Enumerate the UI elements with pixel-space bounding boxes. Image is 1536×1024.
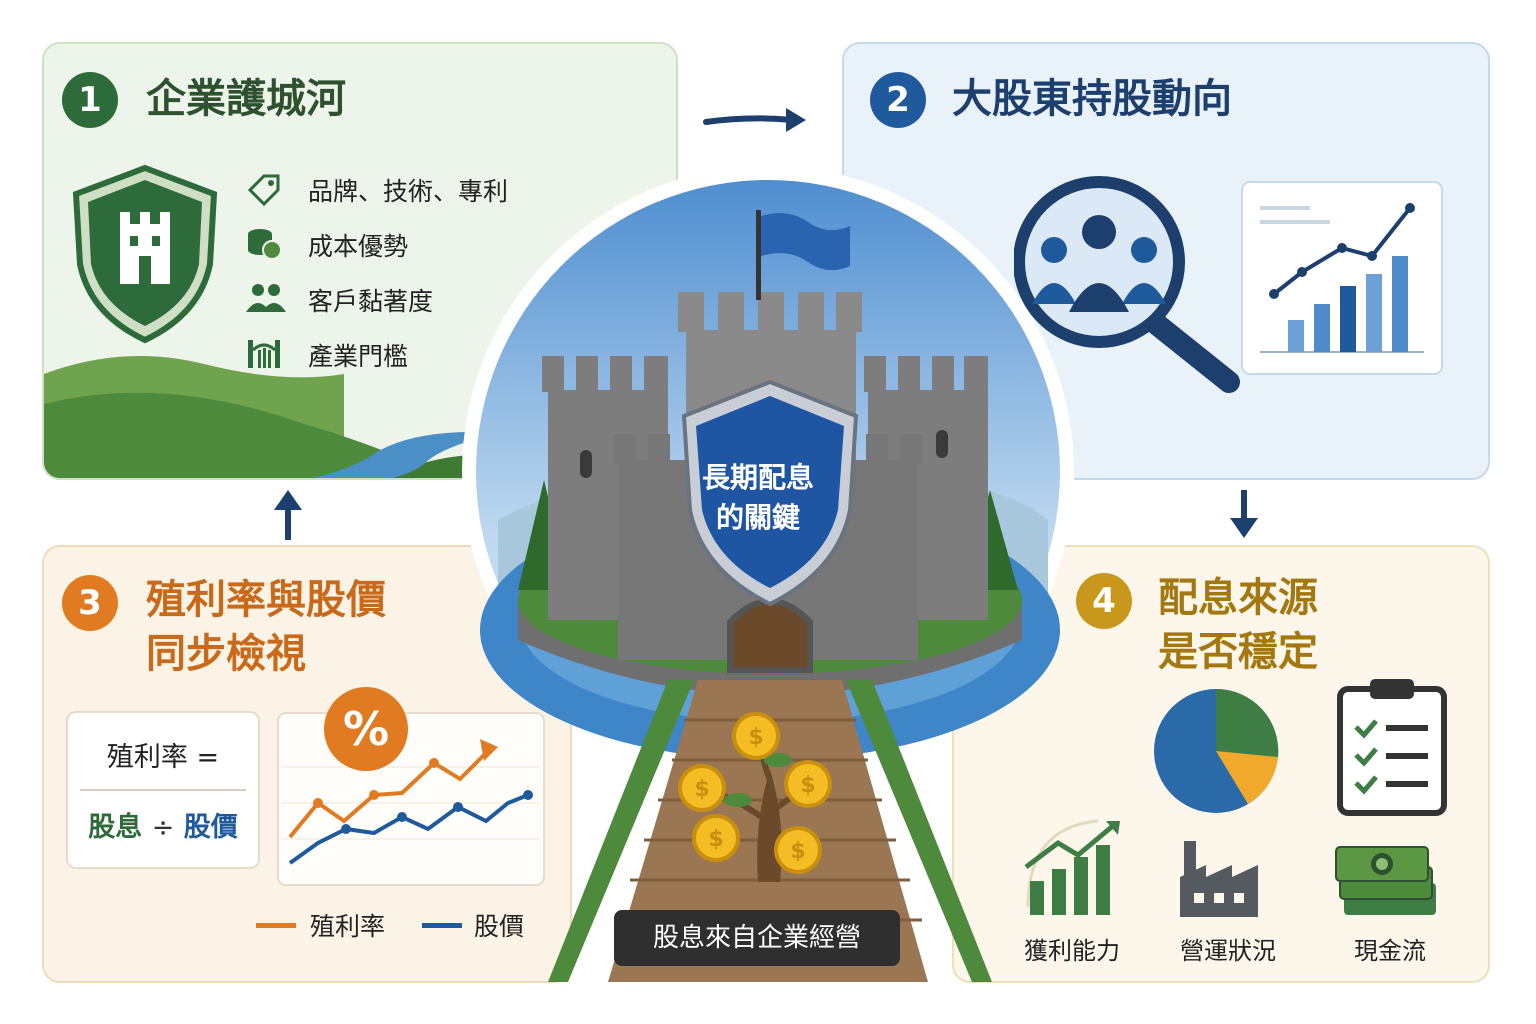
svg-text:$: $ bbox=[708, 827, 723, 852]
panel-title-yield-line2: 同步檢視 bbox=[146, 631, 306, 677]
arrow-up-icon bbox=[274, 490, 302, 540]
svg-text:$: $ bbox=[800, 773, 815, 798]
panel-title-source-line1: 配息來源 bbox=[1158, 575, 1318, 621]
legend-swatch-price bbox=[422, 923, 462, 928]
shareholding-trend-chart bbox=[1241, 181, 1443, 375]
label-profitability: 獲利能力 bbox=[1024, 937, 1120, 965]
panel-yield-price: 3 殖利率與股價 同步檢視 殖利率 = 股息 ÷ 股價 % 殖利率 股價 bbox=[42, 545, 572, 983]
factory-icon bbox=[1180, 841, 1258, 917]
formula-divide-sign: ÷ bbox=[151, 812, 175, 843]
panel-title-shareholders: 大股東持股動向 bbox=[952, 76, 1232, 122]
arrow-down-icon bbox=[1230, 490, 1258, 538]
panel-title-source-line2: 是否穩定 bbox=[1158, 629, 1318, 675]
legend-label-yield: 殖利率 bbox=[310, 912, 386, 941]
legend-swatch-yield bbox=[256, 923, 296, 928]
dividend-source-banner: 股息來自企業經營 bbox=[614, 910, 900, 966]
step-number-1: 1 bbox=[62, 72, 118, 128]
cash-stack-icon bbox=[1335, 846, 1436, 915]
shield-caption: 長期配息 的關鍵 bbox=[688, 458, 828, 538]
coins-icon bbox=[248, 229, 282, 260]
moat-item-customer: 客戶黏著度 bbox=[308, 287, 434, 316]
clipboard-checklist-icon bbox=[1337, 679, 1447, 816]
formula-dividend: 股息 bbox=[88, 812, 143, 843]
step-number-3: 3 bbox=[62, 575, 118, 631]
svg-text:$: $ bbox=[694, 777, 709, 802]
step-number-2: 2 bbox=[870, 72, 926, 128]
users-icon bbox=[246, 284, 286, 312]
profit-growth-icon bbox=[1024, 819, 1120, 915]
panel-title-moat: 企業護城河 bbox=[146, 76, 346, 122]
magnifier-people-icon bbox=[1014, 176, 1240, 393]
panel-title-yield-line1: 殖利率與股價 bbox=[146, 577, 386, 623]
tag-icon bbox=[247, 174, 280, 207]
formula-divider bbox=[80, 789, 246, 791]
shield-caption-line2: 的關鍵 bbox=[715, 501, 800, 534]
label-operations: 營運狀況 bbox=[1180, 937, 1276, 965]
step-number-4: 4 bbox=[1076, 573, 1132, 629]
chart-legend: 殖利率 股價 bbox=[256, 907, 556, 943]
shield-tower-icon bbox=[72, 164, 218, 344]
svg-text:$: $ bbox=[790, 839, 805, 864]
shield-caption-line1: 長期配息 bbox=[701, 461, 814, 494]
moat-item-brand: 品牌、技術、專利 bbox=[308, 177, 509, 206]
gate-icon bbox=[248, 340, 280, 368]
formula-yield-label: 殖利率 = bbox=[106, 742, 220, 773]
formula-price: 股價 bbox=[183, 812, 238, 843]
legend-label-price: 股價 bbox=[474, 912, 525, 941]
label-cashflow: 現金流 bbox=[1354, 937, 1426, 965]
moat-item-barrier: 產業門檻 bbox=[308, 342, 409, 371]
source-pie-chart bbox=[1154, 688, 1279, 813]
svg-text:$: $ bbox=[748, 725, 763, 750]
arrow-right-icon bbox=[703, 108, 806, 132]
castle-illustration: $ $ $ $ $ bbox=[462, 166, 1074, 982]
moat-item-cost: 成本優勢 bbox=[308, 232, 409, 261]
formula-card: 殖利率 = 股息 ÷ 股價 bbox=[66, 711, 260, 869]
percent-badge: % bbox=[324, 687, 408, 771]
formula-expression: 股息 ÷ 股價 bbox=[68, 805, 258, 844]
